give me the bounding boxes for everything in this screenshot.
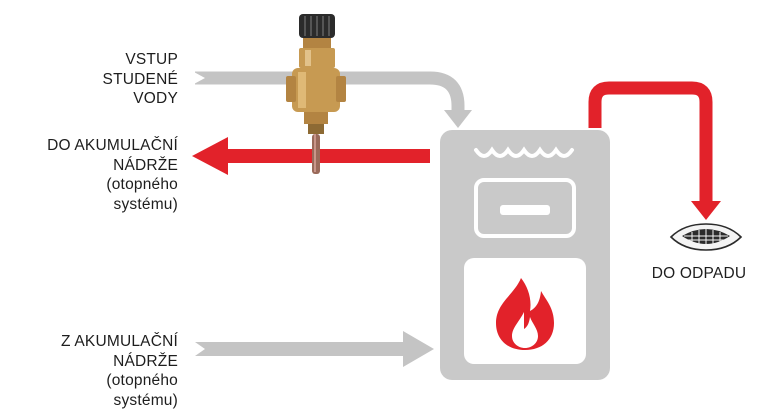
from-tank-label: Z AKUMULAČNÍ NÁDRŽE (otopného systému) bbox=[0, 332, 178, 410]
floor-drain-icon bbox=[669, 223, 743, 251]
to-tank-label-line: NÁDRŽE bbox=[113, 156, 178, 174]
drain-label: DO ODPADU bbox=[636, 264, 762, 284]
to-tank-label: DO AKUMULAČNÍ NÁDRŽE (otopného systému) bbox=[0, 136, 178, 214]
from-tank-label-line: (otopného bbox=[106, 372, 178, 389]
from-tank-label-line: NÁDRŽE bbox=[113, 352, 178, 370]
cold-inlet-label-line: VSTUP bbox=[125, 51, 178, 68]
cold-inlet-label-line: VODY bbox=[133, 90, 178, 107]
thermostatic-valve-icon bbox=[286, 14, 346, 174]
hot-to-tank-arrow bbox=[192, 137, 430, 175]
cold-inlet-label-line: STUDENÉ bbox=[102, 70, 178, 88]
to-tank-label-line: systému) bbox=[113, 195, 178, 213]
to-tank-label-line: DO AKUMULAČNÍ bbox=[47, 137, 178, 154]
from-tank-label-line: Z AKUMULAČNÍ bbox=[61, 333, 178, 350]
drain-label-text: DO ODPADU bbox=[651, 265, 747, 282]
cold-inlet-label: VSTUP STUDENÉ VODY bbox=[60, 50, 178, 109]
hot-to-drain-arrow bbox=[588, 81, 721, 220]
to-tank-label-line: (otopného bbox=[106, 176, 178, 193]
return-from-tank-arrow bbox=[195, 331, 434, 367]
from-tank-label-line: systému) bbox=[113, 391, 178, 409]
flame-icon bbox=[496, 278, 554, 350]
cold-inlet-arrow bbox=[193, 71, 472, 128]
